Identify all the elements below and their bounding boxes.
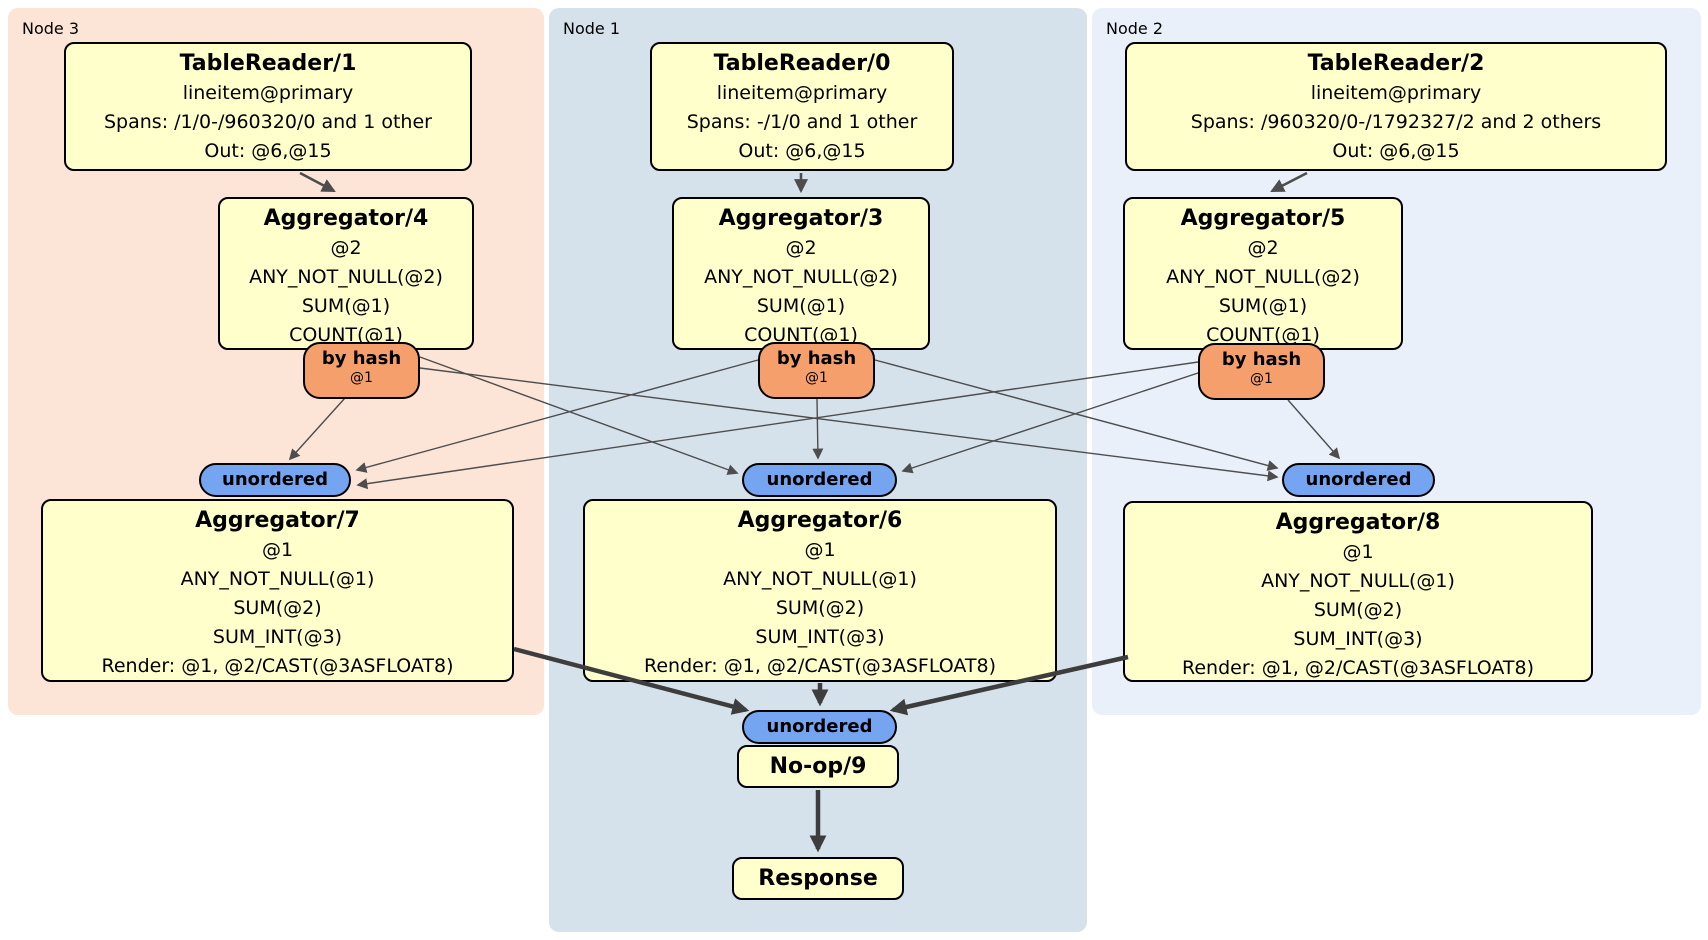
processor-title: Aggregator/3 [718,206,884,231]
processor-aggregator-3: Aggregator/3 @2 ANY_NOT_NULL(@2) SUM(@1)… [672,197,930,350]
processor-line: COUNT(@1) [744,324,858,346]
unordered-sync-output: unordered [742,710,897,744]
hash-router-node3: by hash @1 [303,342,420,399]
processor-line: ANY_NOT_NULL(@1) [180,568,375,590]
processor-title: TableReader/1 [179,51,357,76]
processor-line: @1 [1342,541,1374,563]
processor-title: Aggregator/7 [195,508,360,533]
processor-noop-9: No-op/9 [737,745,899,788]
processor-line: SUM(@2) [233,597,322,619]
processor-line: @1 [804,539,836,561]
region-node3-label: Node 3 [22,19,80,38]
hash-router-node1: by hash @1 [758,342,875,399]
unordered-sync-node2: unordered [1282,463,1435,497]
response-box: Response [732,857,904,900]
processor-line: SUM(@1) [1218,295,1308,317]
processor-tablereader-0: TableReader/0 lineitem@primary Spans: -/… [650,42,954,171]
processor-line: ANY_NOT_NULL(@1) [1261,570,1455,592]
processor-line: @2 [785,237,817,259]
router-detail: @1 [805,370,828,386]
processor-line: SUM(@1) [301,295,391,317]
unordered-sync-node3: unordered [199,463,351,497]
processor-aggregator-8: Aggregator/8 @1 ANY_NOT_NULL(@1) SUM(@2)… [1123,501,1593,682]
processor-line: Spans: /960320/0-/1792327/2 and 2 others [1190,111,1602,133]
processor-line: @2 [1247,237,1279,259]
processor-title: Aggregator/5 [1180,206,1346,231]
router-label: by hash [776,348,857,369]
processor-title: TableReader/0 [713,51,891,76]
processor-tablereader-1: TableReader/1 lineitem@primary Spans: /1… [64,42,472,171]
processor-aggregator-6: Aggregator/6 @1 ANY_NOT_NULL(@1) SUM(@2)… [583,499,1057,682]
processor-line: COUNT(@1) [289,324,403,346]
processor-line: ANY_NOT_NULL(@2) [704,266,898,288]
processor-line: Render: @1, @2/CAST(@3ASFLOAT8) [644,655,996,677]
processor-line: lineitem@primary [716,82,888,104]
processor-line: SUM(@2) [775,597,865,619]
processor-title: TableReader/2 [1307,51,1485,76]
region-node1-label: Node 1 [563,19,621,38]
processor-title: Aggregator/6 [737,508,903,533]
processor-line: SUM(@1) [756,295,846,317]
router-label: by hash [1221,349,1302,370]
processor-line: COUNT(@1) [1206,324,1320,346]
processor-line: Spans: /1/0-/960320/0 and 1 other [104,111,432,133]
processor-line: Render: @1, @2/CAST(@3ASFLOAT8) [101,655,454,677]
processor-title: Aggregator/4 [263,206,429,231]
processor-tablereader-2: TableReader/2 lineitem@primary Spans: /9… [1125,42,1667,171]
processor-line: SUM_INT(@3) [1293,628,1423,650]
processor-line: Out: @6,@15 [204,140,332,162]
processor-line: lineitem@primary [182,82,354,104]
processor-line: Out: @6,@15 [1332,140,1460,162]
router-label: by hash [321,348,402,369]
processor-aggregator-5: Aggregator/5 @2 ANY_NOT_NULL(@2) SUM(@1)… [1123,197,1403,350]
processor-line: SUM_INT(@3) [755,626,885,648]
processor-line: ANY_NOT_NULL(@2) [1166,266,1360,288]
router-detail: @1 [1250,371,1273,387]
processor-line: Spans: -/1/0 and 1 other [686,111,918,133]
processor-aggregator-7: Aggregator/7 @1 ANY_NOT_NULL(@1) SUM(@2)… [41,499,514,682]
region-node2-label: Node 2 [1106,19,1164,38]
processor-line: ANY_NOT_NULL(@1) [723,568,917,590]
processor-line: SUM_INT(@3) [212,626,343,648]
processor-line: SUM(@2) [1313,599,1403,621]
processor-line: Out: @6,@15 [738,140,866,162]
processor-aggregator-4: Aggregator/4 @2 ANY_NOT_NULL(@2) SUM(@1)… [218,197,474,350]
hash-router-node2: by hash @1 [1198,343,1325,400]
processor-line: Render: @1, @2/CAST(@3ASFLOAT8) [1182,657,1534,679]
processor-title: Aggregator/8 [1275,510,1441,535]
processor-line: lineitem@primary [1310,82,1482,104]
processor-line: @1 [261,539,294,561]
processor-line: ANY_NOT_NULL(@2) [249,266,443,288]
processor-line: @2 [330,237,362,259]
unordered-sync-node1: unordered [742,463,897,497]
router-detail: @1 [350,370,373,386]
